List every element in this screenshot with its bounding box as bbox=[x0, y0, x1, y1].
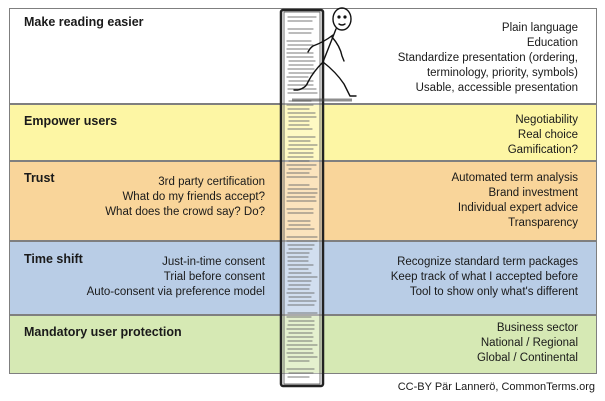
band-title: Make reading easier bbox=[24, 15, 144, 29]
list-item: Global / Continental bbox=[476, 352, 578, 364]
list-item: Recognize standard term packages bbox=[397, 256, 578, 268]
list-item: Plain language bbox=[501, 22, 578, 34]
band-title: Time shift bbox=[24, 252, 83, 266]
running-stick-figure-icon bbox=[292, 7, 357, 102]
band-title: Empower users bbox=[24, 114, 118, 128]
list-item: Transparency bbox=[508, 217, 578, 229]
list-item: terminology, priority, symbols) bbox=[426, 67, 578, 79]
list-item: National / Regional bbox=[480, 337, 578, 349]
list-item: Tool to show only what's different bbox=[409, 286, 578, 298]
list-item: Business sector bbox=[496, 322, 578, 334]
list-item: Trial before consent bbox=[163, 271, 265, 283]
list-item: Gamification? bbox=[507, 144, 578, 156]
list-item: Brand investment bbox=[488, 187, 579, 199]
credit-text: CC-BY Pär Lannerö, CommonTerms.org bbox=[397, 381, 595, 393]
band-time-shift: Time shift Just-in-time consent Trial be… bbox=[9, 241, 597, 315]
band-make-reading-easier: Make reading easier Plain language Educa… bbox=[9, 8, 597, 104]
list-item: Education bbox=[526, 37, 578, 49]
left-list: Just-in-time consent Trial before consen… bbox=[87, 255, 265, 300]
band-title: Mandatory user protection bbox=[24, 325, 182, 339]
list-item: Automated term analysis bbox=[451, 172, 578, 184]
list-item: Individual expert advice bbox=[457, 202, 578, 214]
list-item: 3rd party certification bbox=[158, 176, 265, 188]
right-list: Automated term analysis Brand investment… bbox=[451, 171, 578, 231]
right-list: Recognize standard term packages Keep tr… bbox=[391, 255, 578, 300]
list-item: Keep track of what I accepted before bbox=[390, 271, 578, 283]
right-list: Negotiability Real choice Gamification? bbox=[508, 113, 578, 158]
list-item: Standardize presentation (ordering, bbox=[397, 52, 578, 64]
right-list: Plain language Education Standardize pre… bbox=[398, 21, 578, 96]
list-item: Negotiability bbox=[515, 114, 578, 126]
list-item: What does the crowd say? Do? bbox=[105, 206, 265, 218]
list-item: Just-in-time consent bbox=[162, 256, 265, 268]
list-item: Auto-consent via preference model bbox=[86, 286, 265, 298]
right-list: Business sector National / Regional Glob… bbox=[477, 321, 578, 366]
list-item: Real choice bbox=[517, 129, 578, 141]
terms-document-icon bbox=[279, 8, 325, 388]
list-item: Usable, accessible presentation bbox=[415, 82, 578, 94]
band-title: Trust bbox=[24, 171, 55, 185]
list-item: What do my friends accept? bbox=[122, 191, 265, 203]
left-list: 3rd party certification What do my frien… bbox=[105, 175, 265, 220]
